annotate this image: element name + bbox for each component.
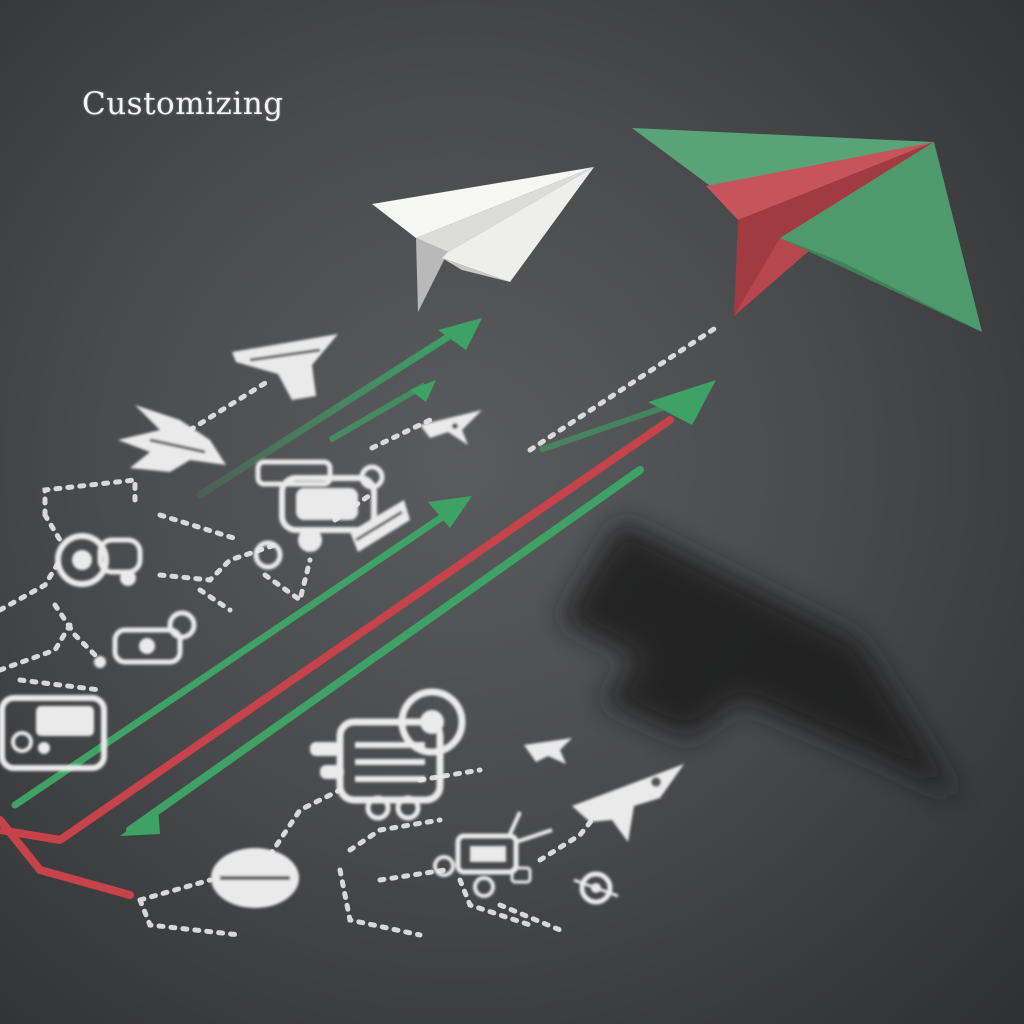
green-trajectory-arrow-top [539, 380, 716, 453]
red-trajectory-arrow [0, 416, 674, 899]
chalk-tiny-plane-icon [524, 738, 572, 764]
white-paper-plane-icon [372, 167, 594, 312]
chalk-drone-icon [433, 811, 553, 898]
chalk-icons [0, 334, 684, 908]
chalk-device-icon [0, 695, 107, 771]
chalk-badge-icon [211, 848, 299, 908]
chalk-robot-icon [253, 459, 410, 570]
green-trajectory-arrow-lower [120, 466, 644, 836]
chalk-gear-icon [55, 533, 143, 587]
chalk-jet-icon [232, 334, 338, 400]
chalk-small-robot-icon [94, 610, 197, 668]
chalk-rocket-icon [420, 410, 482, 445]
plane-shadow-icon [560, 520, 960, 800]
green-red-paper-plane-icon [632, 128, 982, 332]
green-trajectory-arrow-upper [196, 318, 482, 499]
chalk-dotted-paths [0, 322, 723, 938]
page-title: Customizing [82, 86, 284, 122]
chalk-bottom-rocket-icon [572, 764, 684, 842]
chalk-fighter-icon [118, 405, 226, 472]
chalk-big-robot-icon [310, 688, 466, 821]
chalk-satellite-icon [573, 871, 619, 905]
green-trajectory-arrow-left [11, 496, 472, 809]
